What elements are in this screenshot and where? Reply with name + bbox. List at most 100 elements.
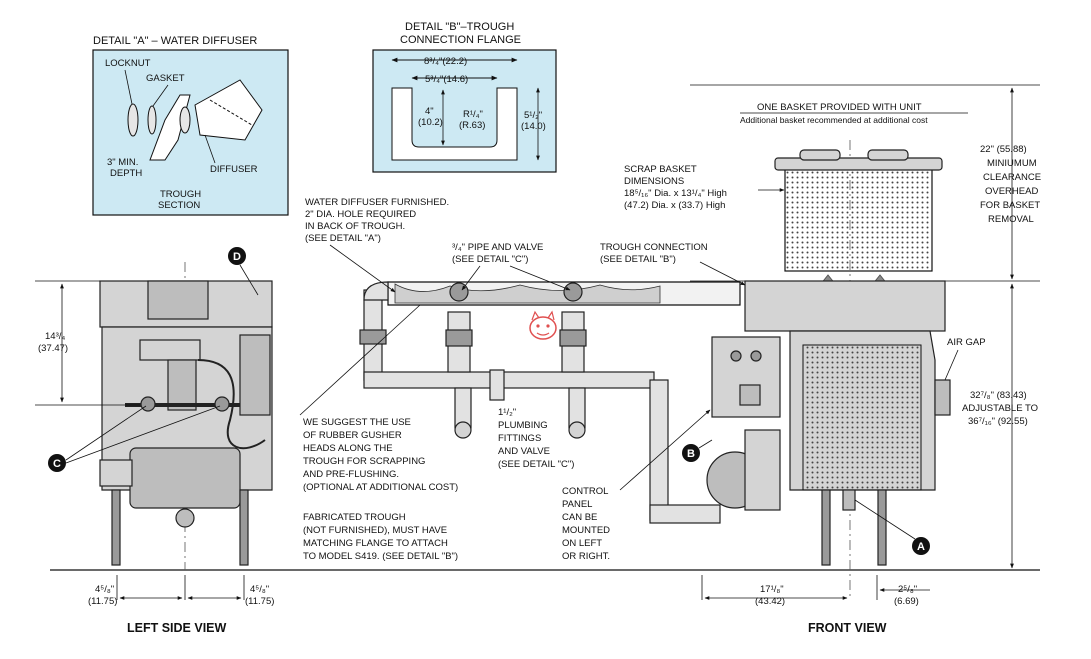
left-side-box (239, 334, 271, 416)
callout-c-text: C (53, 458, 61, 470)
front-basket-in-tank (802, 344, 922, 491)
panel-6: OR RIGHT. (562, 551, 610, 562)
dim-f1-1: 17¹/₈" (760, 584, 784, 595)
adj-1: 32⁷/₈" (83.43) (970, 390, 1027, 401)
detail-b-title-1: DETAIL "B"–TROUGH (405, 21, 514, 33)
dim-l1-1: 4⁵/₈" (95, 584, 114, 595)
basket-rim (774, 157, 943, 171)
callout-d (228, 247, 246, 265)
scrap-4: (47.2) Dia. x (33.7) High (624, 200, 725, 211)
detail-b-dim5-2: (14.0) (521, 121, 546, 132)
dim-l2-2: (11.75) (245, 596, 274, 607)
detail-b: DETAIL "B"–TROUGH CONNECTION FLANGE 8³/₄… (372, 21, 557, 173)
callout-d-text: D (233, 251, 241, 263)
clear-1: 22" (55.88) (980, 144, 1027, 155)
flange-ring (179, 106, 191, 134)
left-motor (129, 447, 241, 509)
panel-3: CAN BE (562, 512, 597, 523)
water-2: 2" DIA. HOLE REQUIRED (305, 209, 416, 220)
callout-a-text: A (917, 541, 925, 553)
adj-2: ADJUSTABLE TO (962, 403, 1038, 414)
air-gap-label: AIR GAP (947, 337, 986, 348)
callout-c (48, 454, 66, 472)
panel-5: ON LEFT (562, 538, 602, 549)
detail-a-depth-1: 3" MIN. (107, 157, 138, 168)
detail-a-title: DETAIL "A" – WATER DIFFUSER (93, 35, 257, 47)
detail-b-title-2: CONNECTION FLANGE (400, 34, 521, 46)
dim-f1-2: (43.42) (755, 596, 785, 607)
gusher-6: (OPTIONAL AT ADDITIONAL COST) (303, 482, 458, 493)
fab-2: (NOT FURNISHED), MUST HAVE (303, 525, 447, 536)
panel-1: CONTROL (562, 486, 608, 497)
detail-b-dim4-2: (R.63) (459, 120, 485, 131)
detail-a-trough-1: TROUGH (160, 189, 201, 200)
trough-2: (SEE DETAIL "B") (600, 254, 676, 265)
scrap-basket (784, 167, 933, 272)
dim-l1-2: (11.75) (88, 596, 117, 607)
air-gap-fitting (934, 379, 951, 416)
left-view-title: LEFT SIDE VIEW (127, 621, 227, 635)
detail-b-dim2: 5³/₄"(14.6) (425, 74, 468, 85)
height-label-1: 14³/₄ (45, 331, 65, 342)
detail-b-dim5-1: 5¹/₂" (524, 110, 542, 121)
left-leg-2 (239, 489, 249, 566)
flange-shape (391, 87, 518, 161)
pipe-2: (SEE DETAIL "C") (452, 254, 528, 265)
detail-a-gasket: GASKET (146, 73, 185, 84)
left-valve-body (167, 359, 197, 411)
panel-2: PANEL (562, 499, 592, 510)
detail-b-dim4-1: R¹/₄" (463, 109, 483, 120)
basket-sub: Additional basket recommended at additio… (740, 115, 928, 125)
plumb-2: PLUMBING (498, 420, 548, 431)
front-top-pan (744, 280, 946, 332)
height-label-2: (37.47) (38, 343, 68, 354)
dim-l2-1: 4⁵/₈" (250, 584, 269, 595)
stamp-icon (529, 310, 557, 340)
gusher-2: OF RUBBER GUSHER (303, 430, 402, 441)
detail-b-dim3-2: (10.2) (418, 117, 443, 128)
left-motor-endcap (99, 459, 133, 487)
basket-title: ONE BASKET PROVIDED WITH UNIT (757, 102, 922, 113)
callout-b (682, 444, 700, 462)
detail-a-trough-2: SECTION (158, 200, 200, 211)
water-4: (SEE DETAIL "A") (305, 233, 381, 244)
plumb-1: 1¹/₂" (498, 407, 516, 418)
gasket-ring (147, 105, 157, 135)
locknut-ring (127, 103, 139, 137)
clear-3: CLEARANCE (983, 172, 1041, 183)
trough-and-piping (359, 281, 741, 524)
horizontal-header (363, 371, 655, 389)
trough-1: TROUGH CONNECTION (600, 242, 708, 253)
fab-1: FABRICATED TROUGH (303, 512, 406, 523)
scrap-2: DIMENSIONS (624, 176, 684, 187)
scrap-1: SCRAP BASKET (624, 164, 697, 175)
plumb-4: AND VALVE (498, 446, 550, 457)
gusher-3: HEADS ALONG THE (303, 443, 393, 454)
dim-f2-1: 2⁵/₈" (898, 584, 917, 595)
front-view-title: FRONT VIEW (808, 621, 887, 635)
fab-4: TO MODEL S419. (SEE DETAIL "B") (303, 551, 458, 562)
left-drain (175, 508, 195, 528)
plumb-3: FITTINGS (498, 433, 541, 444)
dim-f2-2: (6.69) (894, 596, 919, 607)
detail-b-dim3-1: 4" (425, 106, 434, 117)
plumb-5: (SEE DETAIL "C") (498, 459, 574, 470)
gusher-5: AND PRE-FLUSHING. (303, 469, 399, 480)
front-view: 17¹/₈" (43.42) 2⁵/₈" (6.69) FRONT VIEW (701, 140, 951, 635)
detail-b-dim1: 8³/₄"(22.2) (424, 56, 467, 67)
callout-a (912, 537, 930, 555)
detail-a-diffuser: DIFFUSER (210, 164, 258, 175)
pipe-1: ³/₄" PIPE AND VALVE (452, 242, 543, 253)
detail-a: DETAIL "A" – WATER DIFFUSER LOCKNUT GASK… (92, 35, 289, 216)
gusher-1: WE SUGGEST THE USE (303, 417, 411, 428)
clear-2: MINIUMUM (987, 158, 1037, 169)
clear-6: REMOVAL (988, 214, 1034, 225)
water-3: IN BACK OF TROUGH. (305, 221, 405, 232)
detail-a-depth-2: DEPTH (110, 168, 142, 179)
left-side-view: 14³/₄ (37.47) 4⁵/₈" (11.75) 4⁵/₈" (11.75… (35, 262, 274, 635)
adj-3: 36⁷/₁₆" (92.55) (968, 416, 1028, 427)
trough-section-shape (149, 94, 191, 161)
water-1: WATER DIFFUSER FURNISHED. (305, 197, 449, 208)
